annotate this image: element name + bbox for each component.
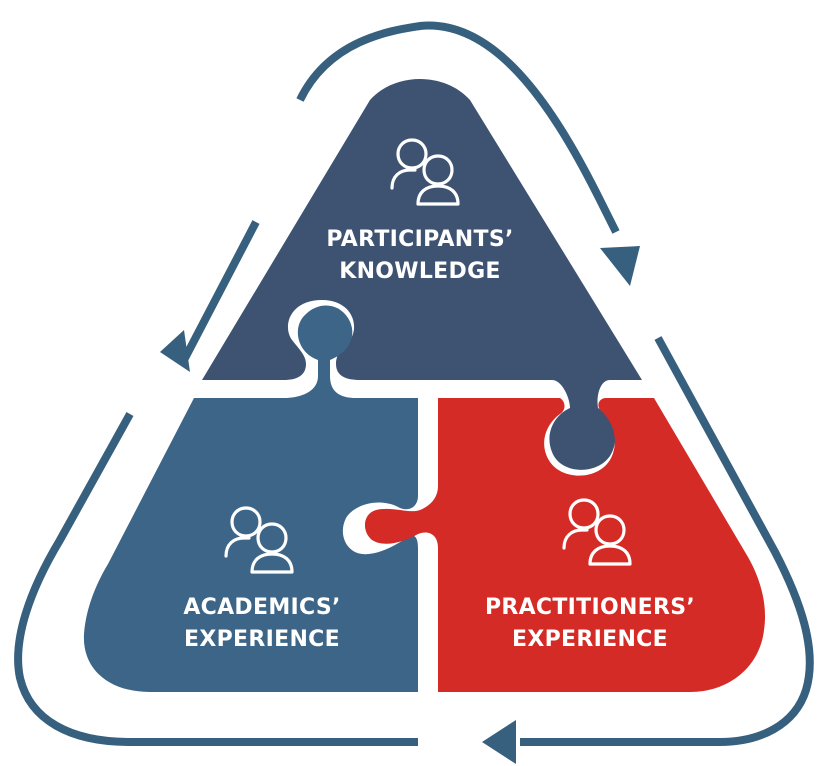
participants-label-line1: PARTICIPANTS’	[326, 227, 513, 252]
cycle-arc-bottom	[14, 412, 418, 746]
participants-label-line2: KNOWLEDGE	[339, 259, 501, 284]
academics-experience-piece: ACADEMICS’ EXPERIENCE	[83, 305, 418, 692]
participants-knowledge-piece: PARTICIPANTS’ KNOWLEDGE	[202, 79, 642, 470]
arrowhead-right-side-icon	[600, 246, 640, 286]
academics-label-line2: EXPERIENCE	[184, 627, 340, 652]
practitioners-label-line1: PRACTITIONERS’	[485, 595, 695, 620]
arrowhead-bottom-icon	[482, 720, 516, 764]
practitioners-label-line2: EXPERIENCE	[512, 627, 668, 652]
participants-piece-shape	[202, 79, 642, 470]
cycle-arc-top-right	[296, 21, 620, 234]
cycle-arc-left	[180, 220, 260, 362]
practitioners-experience-piece: PRACTITIONERS’ EXPERIENCE	[364, 398, 766, 692]
cycle-arrow-ring	[14, 21, 814, 764]
academics-piece-shape	[83, 305, 418, 692]
cycle-arc-right	[520, 336, 814, 746]
academics-label-line1: ACADEMICS’	[183, 595, 340, 620]
arrowhead-left-side-icon	[160, 330, 190, 372]
